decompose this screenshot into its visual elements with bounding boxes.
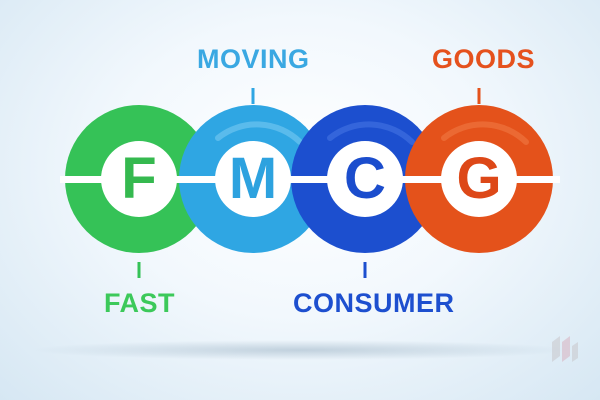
watermark-logo-icon — [552, 336, 578, 362]
word-fast: FAST — [104, 288, 176, 318]
word-consumer: CONSUMER — [293, 288, 455, 318]
letter-c: C — [344, 146, 386, 211]
letter-m: M — [228, 146, 278, 211]
word-goods: GOODS — [432, 44, 536, 74]
center-band — [60, 176, 560, 183]
word-moving: MOVING — [197, 44, 310, 74]
letter-g: G — [456, 146, 502, 211]
floor-shadow — [30, 340, 570, 360]
letter-f: F — [121, 146, 157, 211]
